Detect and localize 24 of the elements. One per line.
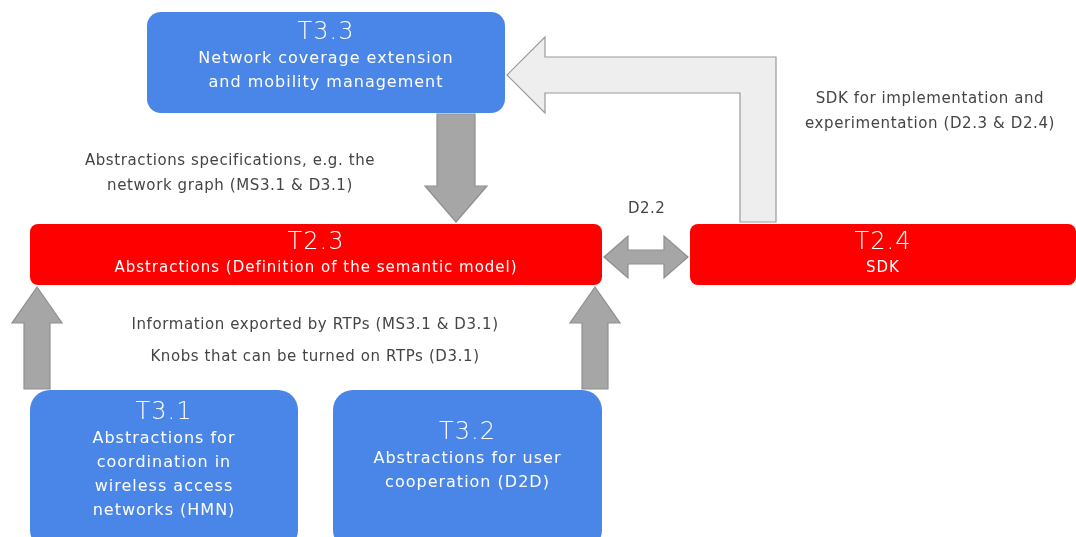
task-description: Network coverage extension and mobility management bbox=[197, 46, 455, 93]
block-arrow bbox=[568, 285, 622, 390]
task-box bbox=[30, 224, 602, 285]
task-description: Abstractions for coordination in wireless access networks (HMN) bbox=[91, 426, 237, 521]
task-title: T3.2 bbox=[439, 418, 496, 446]
annotation-text: Knobs that can be turned on RTPs (D3.1) bbox=[149, 346, 481, 367]
block-arrow bbox=[506, 35, 777, 223]
task-description: Abstractions for user cooperation (D2D) bbox=[372, 446, 563, 493]
task-title: T2.3 bbox=[287, 228, 345, 256]
block-arrow bbox=[423, 113, 489, 223]
task-box bbox=[30, 390, 298, 537]
annotation-text: SDK for implementation and experimentation (D2.3 & D2.4) bbox=[804, 88, 1056, 134]
task-description: SDK bbox=[866, 256, 900, 278]
task-box bbox=[690, 224, 1076, 285]
annotation-text: Abstractions specifications, e.g. the network graph (MS3.1 & D3.1) bbox=[83, 150, 377, 196]
block-arrow bbox=[10, 285, 64, 390]
block-arrow bbox=[603, 234, 689, 280]
task-description: Abstractions (Definition of the semantic model) bbox=[114, 256, 518, 278]
task-box bbox=[147, 12, 505, 113]
task-title: T2.4 bbox=[854, 228, 912, 256]
task-title: T3.1 bbox=[135, 398, 193, 426]
task-box bbox=[333, 390, 602, 537]
task-title: T3.3 bbox=[297, 18, 355, 46]
annotation-text: Information exported by RTPs (MS3.1 & D3.1) bbox=[130, 314, 500, 335]
